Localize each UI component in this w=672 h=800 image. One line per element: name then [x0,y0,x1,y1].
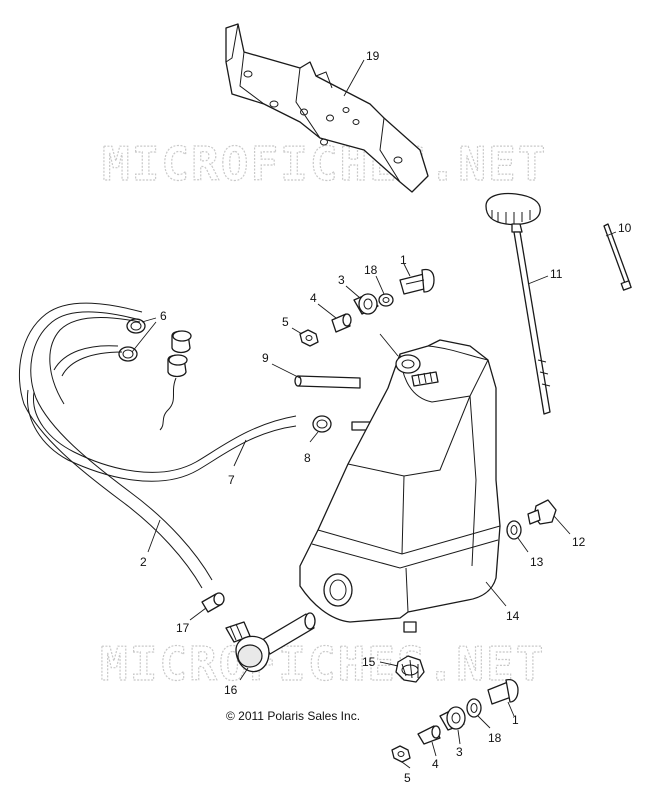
callout-12: 12 [572,535,586,549]
callout-13: 13 [530,555,544,569]
fitting-part-12[interactable] [527,499,557,525]
callout-5-top: 5 [282,315,289,329]
watermark-top: MICROFICHES.NET [102,137,547,191]
clamp-part-6[interactable] [118,318,192,431]
callout-4-bottom: 4 [432,757,439,771]
elbow-fitting-part-16[interactable] [225,612,316,673]
oil-tank-part-14[interactable] [299,339,501,633]
callout-8: 8 [304,451,311,465]
hose-part-7[interactable] [26,345,297,482]
callout-3-bottom: 3 [456,745,463,759]
callout-9: 9 [262,351,269,365]
callout-1-bottom: 1 [512,713,519,727]
callout-5-bottom: 5 [404,771,411,785]
callout-1-top: 1 [400,253,407,267]
washer-part-18-bottom[interactable] [466,698,482,718]
spacer-part-4-top[interactable] [331,313,352,333]
cable-tie-part-10[interactable] [603,223,632,291]
washer-part-13[interactable] [506,520,522,540]
drain-nut-part-15[interactable] [395,655,425,683]
callout-11: 11 [550,267,563,281]
callout-2: 2 [140,555,147,569]
clamp-part-8[interactable] [312,415,371,433]
bracket-part-19[interactable] [225,23,429,193]
copyright-notice: © 2011 Polaris Sales Inc. [226,709,360,723]
callout-15: 15 [362,655,376,669]
nut-part-5-bottom[interactable] [391,745,411,763]
callout-17: 17 [176,621,190,635]
dipstick-part-11[interactable] [485,192,551,415]
nut-part-5-top[interactable] [299,329,319,347]
callout-10: 10 [618,221,632,235]
callout-19: 19 [366,49,380,63]
callout-14: 14 [506,609,520,623]
callout-4-top: 4 [310,291,317,305]
callout-16: 16 [224,683,238,697]
callout-18-bottom: 18 [488,731,502,745]
washer-part-18-top[interactable] [378,293,394,307]
leader-lines [131,59,617,769]
callout-6: 6 [160,309,167,323]
tube-part-9[interactable] [294,375,361,389]
watermark-bottom: MICROFICHES.NET [100,637,545,691]
hose-part-2[interactable] [18,302,213,589]
callout-18-top: 18 [364,263,378,277]
spacer-part-4-bottom[interactable] [417,725,441,745]
collar-part-17[interactable] [201,592,225,613]
bolt-part-1-top[interactable] [399,268,435,295]
callout-3-top: 3 [338,273,345,287]
bolt-part-1-bottom[interactable] [487,678,519,705]
grommet-part-3-top[interactable] [353,293,379,315]
callout-7: 7 [228,473,235,487]
grommet-part-3-bottom[interactable] [439,706,466,731]
